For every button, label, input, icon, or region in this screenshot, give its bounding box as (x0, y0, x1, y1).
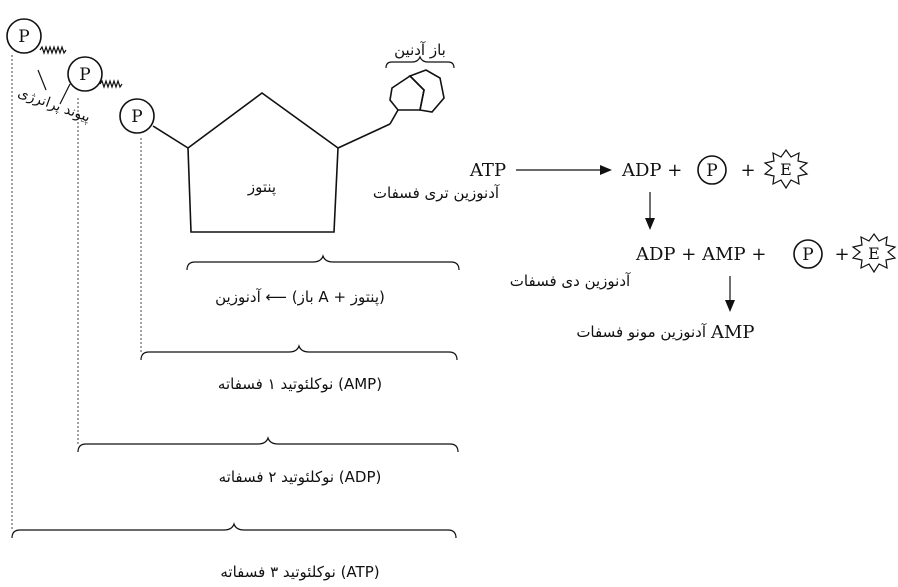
phosphate-product-1 (697, 155, 727, 185)
adp-plus: ADP + (621, 160, 682, 181)
bond-pointer-1 (37, 69, 47, 91)
atp-brace (11, 522, 457, 539)
pentose-label: پنتوز (247, 178, 276, 197)
adp-brace (77, 436, 459, 453)
svg-text:P: P (79, 65, 90, 85)
phosphate-1: P (6, 18, 42, 54)
high-energy-bond-2 (99, 79, 123, 89)
phosphate-product-2-symbol: P (802, 245, 813, 265)
plus-sign-2: + (834, 244, 849, 265)
pentose-sugar (187, 92, 339, 233)
arrowhead-1 (600, 165, 612, 175)
amp-nucleotide-label: نوکلئوتید ۱ فسفاته (AMP) (218, 375, 382, 393)
amp-brace (140, 344, 458, 361)
amp-formula: AMP (710, 322, 755, 343)
adenosine-brace (186, 254, 460, 271)
svg-text:P: P (131, 107, 142, 127)
phosphate-product-2 (793, 239, 823, 269)
high-energy-bond-1 (39, 45, 67, 55)
energy-burst-2 (851, 232, 897, 274)
amp-name: آدنوزین مونو فسفات (576, 323, 707, 341)
atp-nucleotide-label: نوکلئوتید ۳ فسفاته (ATP) (220, 563, 379, 581)
energy-symbol-1: E (780, 160, 792, 179)
arrowhead-3 (725, 300, 735, 312)
adp-amp-plus: ADP + AMP + (635, 244, 766, 265)
plus-sign-1: + (740, 160, 755, 181)
bond-pointer-2 (59, 83, 71, 105)
adp-name: آدنوزین دی فسفات (510, 272, 631, 290)
arrowhead-2 (645, 218, 655, 230)
pentose-base-link (337, 123, 391, 149)
phosphate-product-1-symbol: P (706, 161, 717, 181)
phosphate-2: P (67, 56, 103, 92)
energy-symbol-2: E (868, 244, 880, 263)
svg-text:P: P (18, 27, 29, 47)
adp-nucleotide-label: نوکلئوتید ۲ فسفاته (ADP) (219, 468, 382, 486)
energy-burst-1 (763, 148, 809, 190)
atp-formula: ATP (469, 160, 506, 181)
adenosine-label: آدنوزین ⟵ (باز A + پنتوز) (215, 288, 385, 307)
atp-name: آدنوزین تری فسفات (373, 184, 500, 202)
adenine-base (389, 69, 445, 125)
adenine-base-label: باز آدنین (394, 41, 446, 59)
base-brace (385, 55, 455, 69)
phosphate-3: P (119, 98, 155, 134)
phosphate-pentose-link (152, 125, 189, 149)
